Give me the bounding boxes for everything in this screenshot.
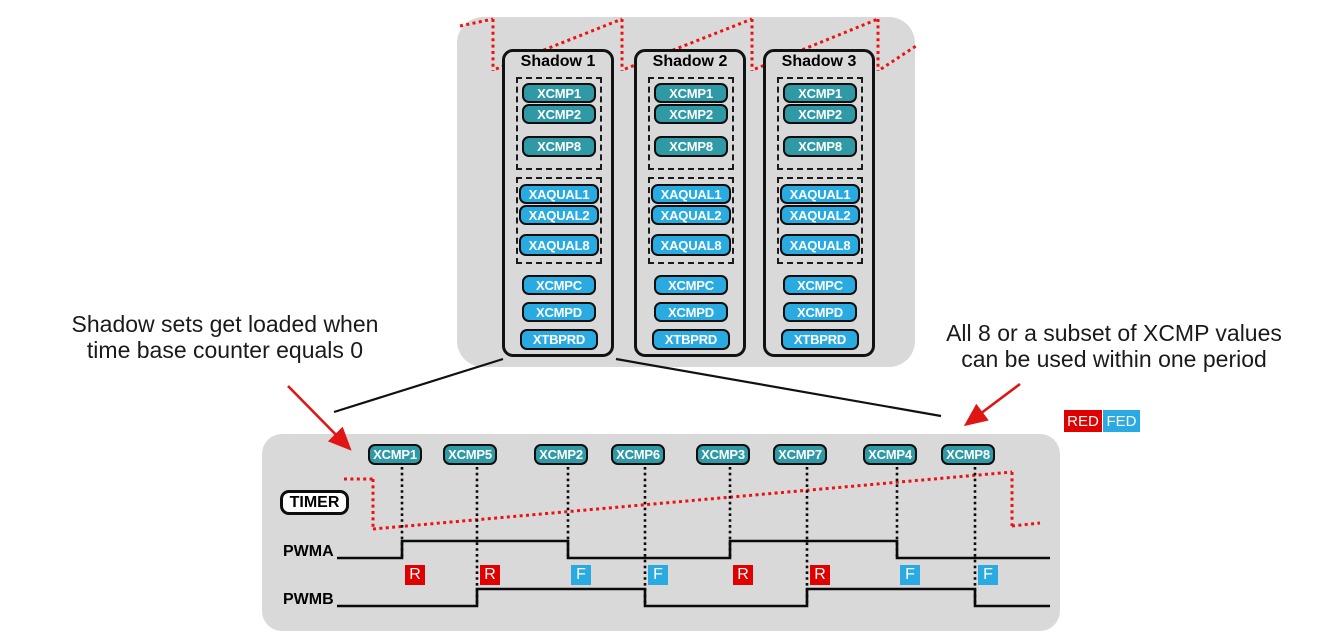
edge-marker-f: F <box>571 565 591 585</box>
edge-marker-f: F <box>648 565 668 585</box>
shadow-set-title: Shadow 1 <box>520 53 596 70</box>
xaqual-chip: XAQUAL2 <box>780 205 860 225</box>
xaqual-chip: XAQUAL2 <box>519 205 599 225</box>
xcmpd-chip: XCMPD <box>654 302 728 322</box>
timer-chip: TIMER <box>280 490 349 515</box>
xcmp-chip: XCMP1 <box>522 83 596 103</box>
compare-group-outline <box>777 77 863 170</box>
left-annotation-line1: Shadow sets get loaded when <box>71 311 379 337</box>
timeline-xcmp7-chip: XCMP7 <box>773 444 827 465</box>
edge-marker-r: R <box>810 565 830 585</box>
xcmp-chip: XCMP2 <box>783 104 857 124</box>
xaqual-chip: XAQUAL1 <box>651 184 731 204</box>
timeline-xcmp2-chip: XCMP2 <box>534 444 588 465</box>
xcmp-chip: XCMP8 <box>783 136 857 157</box>
xaqual-chip: XAQUAL8 <box>780 234 860 256</box>
xcmp-chip: XCMP2 <box>522 104 596 124</box>
pwm-timeline-panel <box>262 434 1060 631</box>
connector-line-right <box>615 357 942 418</box>
edge-marker-r: R <box>480 565 500 585</box>
right-annotation-line1: All 8 or a subset of XCMP values <box>946 320 1282 346</box>
timeline-xcmp3-chip: XCMP3 <box>696 444 750 465</box>
right-annotation-line2: can be used within one period <box>961 346 1267 372</box>
left-annotation-arrow <box>287 385 352 451</box>
shadow-set-title: Shadow 2 <box>652 53 728 70</box>
timeline-xcmp8-chip: XCMP8 <box>941 444 995 465</box>
xaqual-chip: XAQUAL8 <box>519 234 599 256</box>
pwma-waveform <box>337 539 1050 560</box>
aqual-group-outline <box>516 177 602 264</box>
xcmpd-chip: XCMPD <box>522 302 596 322</box>
left-annotation-line2: time base counter equals 0 <box>86 337 364 363</box>
right-annotation: All 8 or a subset of XCMP values can be … <box>928 320 1300 372</box>
xtbprd-chip: XTBPRD <box>781 329 859 350</box>
pwmb-waveform <box>337 587 1050 608</box>
legend-red-badge: RED <box>1064 410 1102 432</box>
timeline-xcmp1-chip: XCMP1 <box>368 444 422 465</box>
edge-marker-r: R <box>733 565 753 585</box>
pwmb-label: PWMB <box>283 591 334 608</box>
xcmpc-chip: XCMPC <box>522 275 596 295</box>
aqual-group-outline <box>777 177 863 264</box>
timeline-xcmp6-chip: XCMP6 <box>611 444 665 465</box>
xcmp-chip: XCMP2 <box>654 104 728 124</box>
connector-line-left <box>333 357 504 414</box>
legend-fed-badge: FED <box>1103 410 1140 432</box>
compare-group-outline <box>648 77 734 170</box>
edge-marker-r: R <box>405 565 425 585</box>
sawtooth-waveform <box>459 17 917 71</box>
xaqual-chip: XAQUAL1 <box>519 184 599 204</box>
xaqual-chip: XAQUAL1 <box>780 184 860 204</box>
xcmpc-chip: XCMPC <box>654 275 728 295</box>
xaqual-chip: XAQUAL2 <box>651 205 731 225</box>
left-annotation: Shadow sets get loaded when time base co… <box>35 311 415 363</box>
right-annotation-arrow <box>963 382 1021 427</box>
edge-marker-f: F <box>900 565 920 585</box>
xcmp-chip: XCMP8 <box>522 136 596 157</box>
edge-marker-f: F <box>978 565 998 585</box>
aqual-group-outline <box>648 177 734 264</box>
xaqual-chip: XAQUAL8 <box>651 234 731 256</box>
xcmp-chip: XCMP8 <box>654 136 728 157</box>
shadow-set-title: Shadow 3 <box>781 53 857 70</box>
xcmp-chip: XCMP1 <box>654 83 728 103</box>
xtbprd-chip: XTBPRD <box>520 329 598 350</box>
pwma-label: PWMA <box>283 543 334 560</box>
xtbprd-chip: XTBPRD <box>652 329 730 350</box>
xcmp-chip: XCMP1 <box>783 83 857 103</box>
compare-group-outline <box>516 77 602 170</box>
xcmpd-chip: XCMPD <box>783 302 857 322</box>
timer-ramp-waveform <box>344 470 1041 531</box>
timeline-xcmp5-chip: XCMP5 <box>443 444 497 465</box>
timeline-xcmp4-chip: XCMP4 <box>863 444 917 465</box>
xcmpc-chip: XCMPC <box>783 275 857 295</box>
